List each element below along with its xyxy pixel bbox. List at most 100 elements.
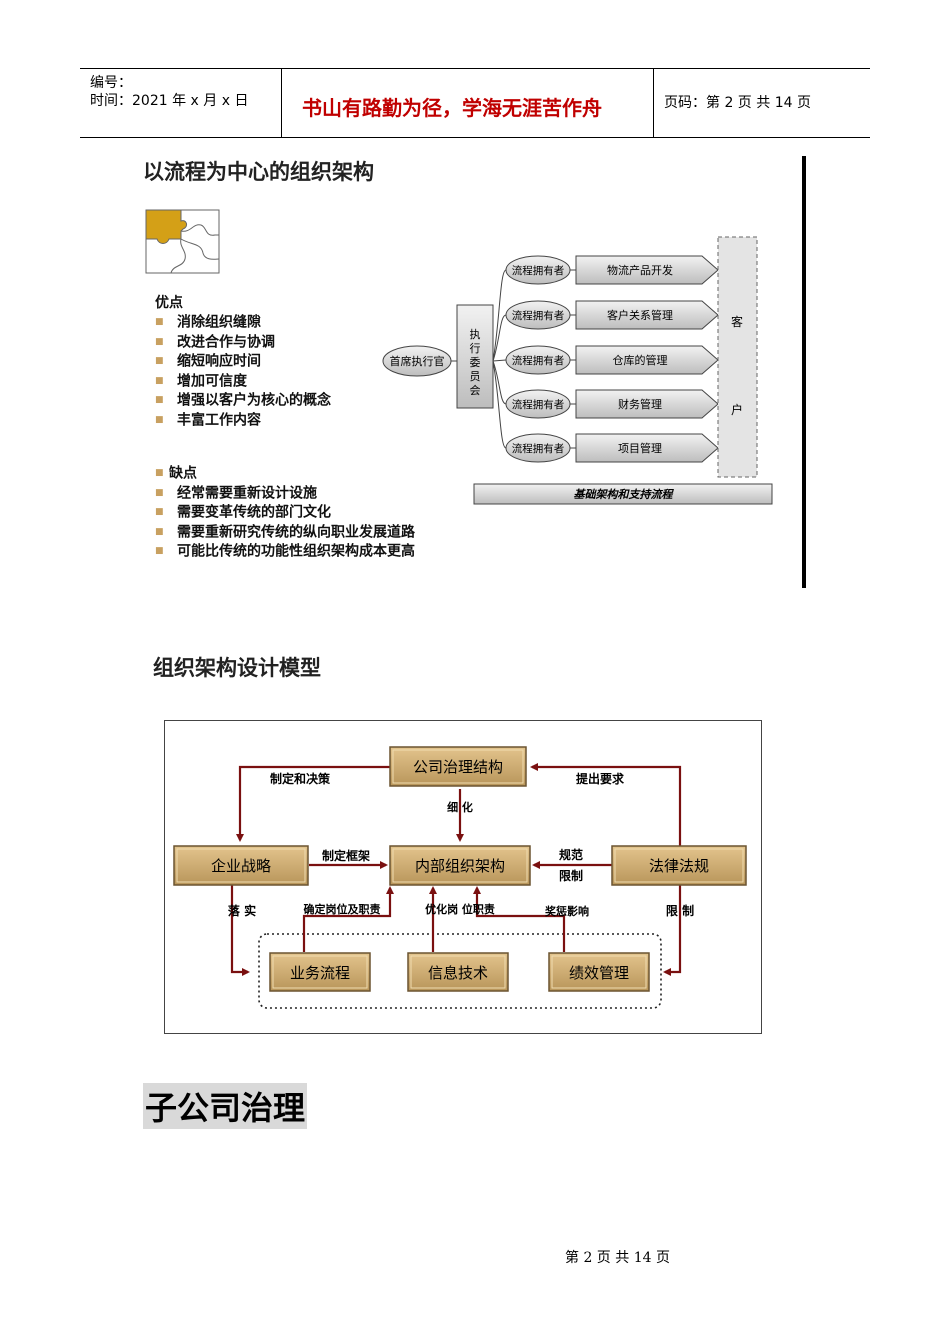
box-label: 公司治理结构 (413, 758, 503, 776)
box-label: 法律法规 (649, 857, 709, 875)
process-row: 流程拥有者 客户关系管理 (505, 300, 719, 330)
list-item: ■需要变革传统的部门文化 (155, 504, 331, 521)
connector (492, 314, 507, 362)
box-label: 业务流程 (290, 964, 350, 982)
box-performance: 绩效管理 (548, 952, 650, 992)
cons-title: 缺点 (169, 465, 197, 482)
label-define-post: 确定岗位及职责 (304, 902, 381, 916)
list-item: ■改进合作与协调 (155, 334, 275, 350)
arrow-decide (236, 765, 390, 842)
base-label: 基础架构和支持流程 (574, 488, 675, 501)
label-optimize: 优化岗 位职责 (425, 902, 495, 916)
header-middle-cell: 书山有路勤为径，学海无涯苦作舟 (282, 69, 654, 137)
committee-node (456, 304, 494, 409)
process-label: 客户关系管理 (607, 308, 673, 322)
label-limit1: 限制 (559, 868, 583, 883)
org-design-model-diagram: 公司治理结构 企业战略 内部组织架构 法律法规 业务流程 信息技术 绩效管理 制… (164, 720, 762, 1034)
support-group-outline (258, 933, 662, 1009)
cons-title-row: ■ 缺点 (155, 464, 415, 484)
bullet-icon: ■ (155, 414, 164, 425)
label-framework: 制定框架 (322, 848, 370, 863)
owner-label: 流程拥有者 (512, 354, 565, 367)
owner-label: 流程拥有者 (512, 309, 565, 322)
connector (492, 360, 507, 449)
bullet-icon: ■ (155, 546, 164, 556)
box-label: 信息技术 (428, 964, 488, 982)
box-label: 内部组织架构 (415, 857, 505, 875)
bullet-icon: ■ (155, 526, 164, 537)
ceo-label: 首席执行官 (390, 354, 445, 368)
section1-title: 以流程为中心的组织架构 (143, 159, 374, 184)
committee-char: 委 (470, 356, 481, 369)
list-item: ■缩短响应时间 (155, 353, 261, 370)
pros-list: 优点 ■消除组织缝隙 ■改进合作与协调 ■缩短响应时间 ■增加可信度 ■增强以客… (155, 294, 331, 430)
committee-char: 员 (470, 370, 481, 383)
box-label: 企业战略 (211, 857, 271, 875)
process-row: 流程拥有者 财务管理 (505, 389, 719, 419)
list-item: ■增强以客户为核心的概念 (155, 392, 331, 409)
process-org-diagram: 首席执行官 执 行 委 员 会 流程拥有者 物流产品开发 流程拥有者 客户关系管… (382, 236, 773, 505)
owner-label: 流程拥有者 (512, 442, 565, 455)
process-row: 流程拥有者 物流产品开发 (505, 255, 719, 285)
number-label: 编号： (90, 75, 132, 91)
box-law: 法律法规 (611, 845, 747, 886)
cons-list: ■ 缺点 ■经常需要重新设计设施 ■需要变革传统的部门文化 ■需要重新研究传统的纵… (155, 464, 415, 562)
base-bar (473, 483, 773, 505)
connector (492, 359, 507, 362)
label-implement: 落 实 (228, 903, 256, 918)
header-right-cell: 页码：第 2 页 共 14 页 (654, 69, 870, 137)
label-norm: 规范 (559, 847, 583, 862)
process-label: 仓库的管理 (613, 353, 668, 367)
box-internal: 内部组织架构 (389, 845, 531, 886)
connector (492, 269, 507, 362)
puzzle-icon (145, 209, 220, 274)
bullet-icon: ■ (155, 375, 164, 386)
arrow-limit (663, 885, 682, 976)
list-item: ■经常需要重新设计设施 (155, 485, 317, 501)
time-label: 时间：2021 年 x 月 x 日 (90, 93, 249, 109)
arrow-require (530, 763, 682, 848)
label-limit2: 限 制 (666, 903, 694, 918)
list-item: ■消除组织缝隙 (155, 314, 261, 331)
process-label: 财务管理 (618, 397, 662, 411)
label-reward: 奖惩影响 (545, 904, 589, 918)
bullet-icon: ■ (155, 395, 164, 405)
list-item: ■增加可信度 (155, 373, 247, 389)
motto: 书山有路勤为径，学海无涯苦作舟 (302, 96, 602, 120)
bullet-icon: ■ (155, 317, 164, 327)
pros-title: 优点 (155, 295, 183, 311)
list-item: ■可能比传统的功能性组织架构成本更高 (155, 543, 415, 560)
box-strategy: 企业战略 (173, 845, 309, 886)
section3-title: 子公司治理 (143, 1083, 308, 1129)
process-label: 项目管理 (618, 441, 662, 455)
box-it: 信息技术 (407, 952, 509, 992)
bullet-icon: ■ (155, 487, 164, 498)
owner-label: 流程拥有者 (512, 398, 565, 411)
arrow-reward (473, 886, 566, 952)
customer-char: 户 (731, 402, 743, 417)
label-require: 提出要求 (576, 771, 625, 786)
customer-node (717, 236, 758, 478)
box-governance: 公司治理结构 (389, 746, 527, 787)
arrow-implement (230, 885, 250, 976)
connector (492, 360, 507, 405)
arrow-define-post (302, 886, 394, 952)
header-left-cell: 编号： 时间：2021 年 x 月 x 日 (80, 69, 282, 137)
box-process: 业务流程 (269, 952, 371, 992)
bullet-icon: ■ (155, 336, 164, 347)
process-row: 流程拥有者 项目管理 (505, 433, 719, 463)
page-label: 页码：第 2 页 共 14 页 (664, 95, 811, 111)
process-label: 物流产品开发 (607, 263, 673, 277)
label-decide: 制定和决策 (270, 771, 331, 786)
bullet-icon: ■ (155, 356, 164, 366)
process-row: 流程拥有者 仓库的管理 (505, 345, 719, 375)
committee-char: 执 (470, 327, 481, 341)
vertical-rule (802, 156, 806, 588)
list-item: ■丰富工作内容 (155, 412, 261, 428)
label-refine: 细 化 (447, 800, 473, 814)
list-item: ■需要重新研究传统的纵向职业发展道路 (155, 524, 415, 540)
committee-char: 行 (470, 342, 481, 355)
committee-char: 会 (470, 384, 481, 397)
bullet-icon: ■ (155, 468, 164, 478)
page-footer: 第 2 页 共 14 页 (565, 1250, 670, 1266)
